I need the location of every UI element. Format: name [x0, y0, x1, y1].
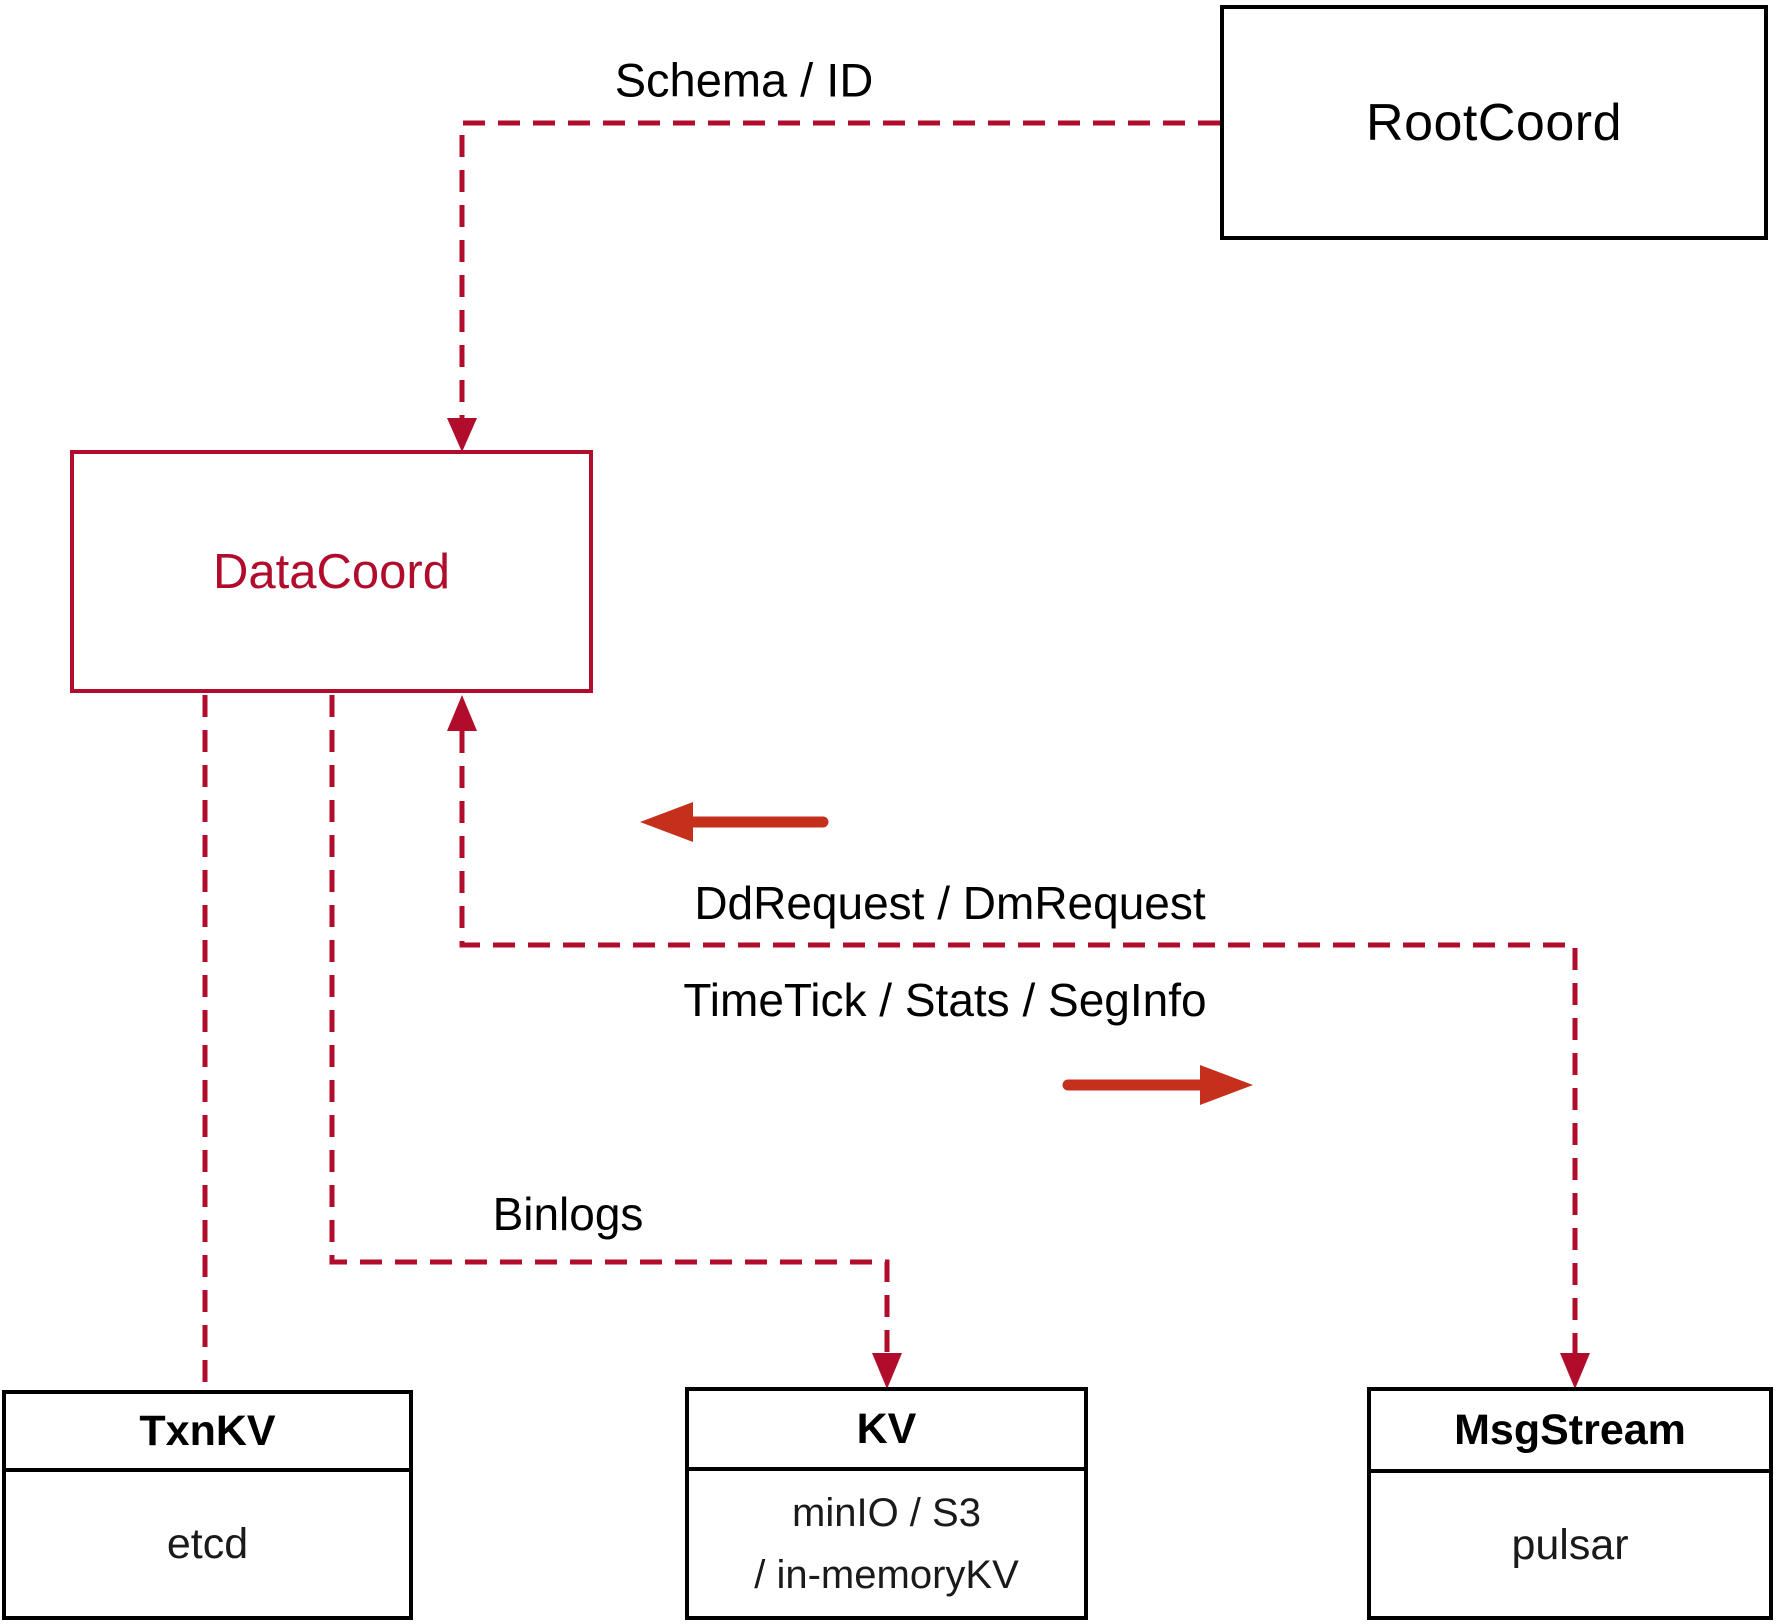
ddrequest-edge-label: DdRequest / DmRequest	[694, 877, 1206, 929]
txnkv-body: etcd	[166, 1520, 249, 1568]
kv-body: minIO / S3 / in-memoryKV	[689, 1471, 1084, 1616]
datacoord-msgstream-connector	[459, 731, 1578, 1353]
msgstream-connector-arrowhead-down-icon	[1560, 1353, 1590, 1389]
datacoord-node: DataCoord	[70, 450, 593, 693]
binlogs-arrowhead-down-icon	[872, 1353, 902, 1389]
binlogs-connector	[329, 695, 890, 1353]
datacoord-label: DataCoord	[213, 544, 450, 599]
flow-right-arrow-icon	[1062, 1065, 1253, 1105]
msgstream-body: pulsar	[1511, 1520, 1629, 1569]
kv-body-line1: minIO / S3	[792, 1490, 981, 1535]
schema-id-edge-label: Schema / ID	[614, 53, 874, 107]
schema-id-connector	[459, 120, 1220, 418]
rootcoord-label: RootCoord	[1366, 93, 1622, 152]
msgstream-node: MsgStream pulsar	[1367, 1387, 1773, 1620]
timetick-edge-label: TimeTick / Stats / SegInfo	[683, 974, 1207, 1026]
msgstream-connector-arrowhead-up-icon	[447, 695, 477, 731]
msgstream-title: MsgStream	[1371, 1391, 1769, 1473]
txnkv-title: TxnKV	[6, 1394, 409, 1472]
rootcoord-node: RootCoord	[1220, 5, 1768, 240]
flow-left-arrow-icon	[640, 802, 829, 842]
kv-node: KV minIO / S3 / in-memoryKV	[685, 1387, 1088, 1620]
binlogs-edge-label: Binlogs	[492, 1188, 644, 1240]
schema-id-arrowhead-down-icon	[447, 418, 477, 452]
txnkv-node: TxnKV etcd	[2, 1390, 413, 1620]
kv-body-line2: / in-memoryKV	[754, 1552, 1019, 1597]
kv-title: KV	[689, 1391, 1084, 1471]
